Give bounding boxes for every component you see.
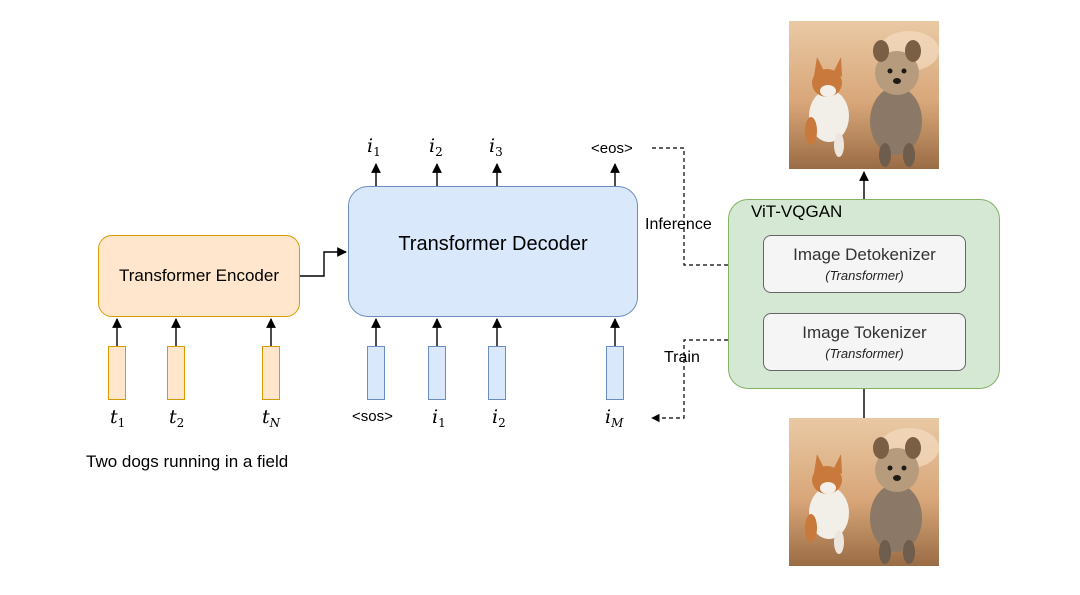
decoder-input-token-m — [606, 346, 624, 400]
label-train: Train — [664, 349, 700, 366]
text-token-n — [262, 346, 280, 400]
image-tokenizer: Image Tokenizer (Transformer) — [763, 313, 966, 371]
text-token-2 — [167, 346, 185, 400]
input-caption: Two dogs running in a field — [86, 452, 289, 471]
transformer-decoder: Transformer Decoder — [348, 186, 638, 317]
transformer-encoder: Transformer Encoder — [98, 235, 300, 317]
label-t1: t1 — [110, 406, 126, 430]
detokenizer-sub: (Transformer) — [825, 268, 904, 283]
output-dog-photo — [789, 21, 939, 169]
decoder-label: Transformer Decoder — [398, 233, 588, 255]
decoder-input-token-2 — [488, 346, 506, 400]
label-input-i2: i2 — [492, 406, 506, 430]
dashed-inference-path — [652, 147, 761, 270]
encoder-label: Transformer Encoder — [119, 266, 279, 285]
text-token-1 — [108, 346, 126, 400]
label-output-i1: i1 — [367, 135, 381, 159]
tokenizer-label: Image Tokenizer — [802, 323, 927, 342]
label-input-i1: i1 — [432, 406, 446, 430]
image-detokenizer: Image Detokenizer (Transformer) — [763, 235, 966, 293]
vqgan-title: ViT-VQGAN — [751, 202, 843, 221]
label-sos: <sos> — [352, 408, 393, 425]
label-eos: <eos> — [591, 140, 633, 157]
tokenizer-sub: (Transformer) — [825, 346, 904, 361]
label-tn: tN — [262, 406, 281, 430]
input-dog-photo — [789, 418, 939, 566]
detokenizer-label: Image Detokenizer — [793, 245, 936, 264]
label-inference: Inference — [645, 216, 712, 233]
label-output-i3: i3 — [489, 135, 503, 159]
label-t2: t2 — [169, 406, 185, 430]
arrow-encoder-decoder — [300, 247, 347, 277]
label-output-i2: i2 — [429, 135, 443, 159]
decoder-input-token-sos — [367, 346, 385, 400]
label-input-im: iM — [605, 406, 624, 430]
decoder-input-token-1 — [428, 346, 446, 400]
